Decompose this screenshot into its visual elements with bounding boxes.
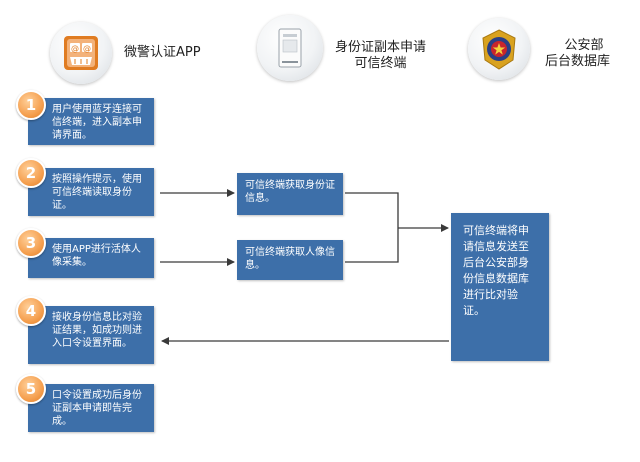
step-1-box: 用户使用蓝牙连接可信终端，进入副本申请界面。 bbox=[28, 98, 154, 145]
terminal-actor-icon-frame bbox=[257, 15, 323, 81]
terminal-actor-label-line1: 身份证副本申请 bbox=[335, 40, 427, 55]
police-actor-label-line2: 后台数据库 bbox=[545, 54, 611, 69]
terminal-step-id-box: 可信终端获取身份证信息。 bbox=[237, 173, 343, 215]
step-3-box: 使用APP进行活体人像采集。 bbox=[28, 238, 154, 278]
terminal-step-face-text: 可信终端获取人像信息。 bbox=[245, 247, 335, 271]
terminal-step-id-text: 可信终端获取身份证信息。 bbox=[245, 180, 335, 204]
step-4-badge: 4 bbox=[16, 296, 46, 326]
step-4-text: 接收身份信息比对验证结果，如成功则进入口令设置界面。 bbox=[52, 312, 142, 349]
app-actor-label: 微警认证APP bbox=[124, 45, 201, 60]
police-actor-label-line1: 公安部 bbox=[564, 38, 604, 53]
step-5-text: 口令设置成功后身份证副本申请即告完成。 bbox=[52, 390, 142, 427]
arrow-terminal-merge bbox=[345, 192, 399, 263]
terminal-step-face-box: 可信终端获取人像信息。 bbox=[237, 240, 343, 280]
database-step-box: 可信终端将申请信息发送至后台公安部身份信息数据库进行比对验证。 bbox=[451, 213, 549, 361]
svg-text:@: @ bbox=[71, 44, 79, 53]
app-actor-icon-frame: @ @ bbox=[50, 22, 112, 84]
step-1-text: 用户使用蓝牙连接可信终端，进入副本申请界面。 bbox=[52, 104, 142, 141]
step-4-box: 接收身份信息比对验证结果，如成功则进入口令设置界面。 bbox=[28, 306, 154, 364]
svg-text:@: @ bbox=[83, 44, 91, 53]
police-actor-icon-frame bbox=[468, 18, 530, 80]
step-5-badge: 5 bbox=[16, 374, 46, 404]
step-2-badge: 2 bbox=[16, 158, 46, 188]
step-3-badge: 3 bbox=[16, 228, 46, 258]
face-app-icon: @ @ bbox=[64, 36, 98, 70]
card-reader-icon bbox=[278, 28, 302, 68]
step-2-text: 按照操作提示，使用可信终端读取身份证。 bbox=[52, 174, 142, 211]
step-1-badge: 1 bbox=[16, 90, 46, 120]
step-3-text: 使用APP进行活体人像采集。 bbox=[52, 244, 141, 268]
database-step-text: 可信终端将申请信息发送至后台公安部身份信息数据库进行比对验证。 bbox=[463, 224, 529, 317]
terminal-actor-label-line2: 可信终端 bbox=[354, 56, 407, 71]
step-5-box: 口令设置成功后身份证副本申请即告完成。 bbox=[28, 384, 154, 432]
police-emblem-icon bbox=[482, 29, 516, 70]
step-2-box: 按照操作提示，使用可信终端读取身份证。 bbox=[28, 168, 154, 216]
